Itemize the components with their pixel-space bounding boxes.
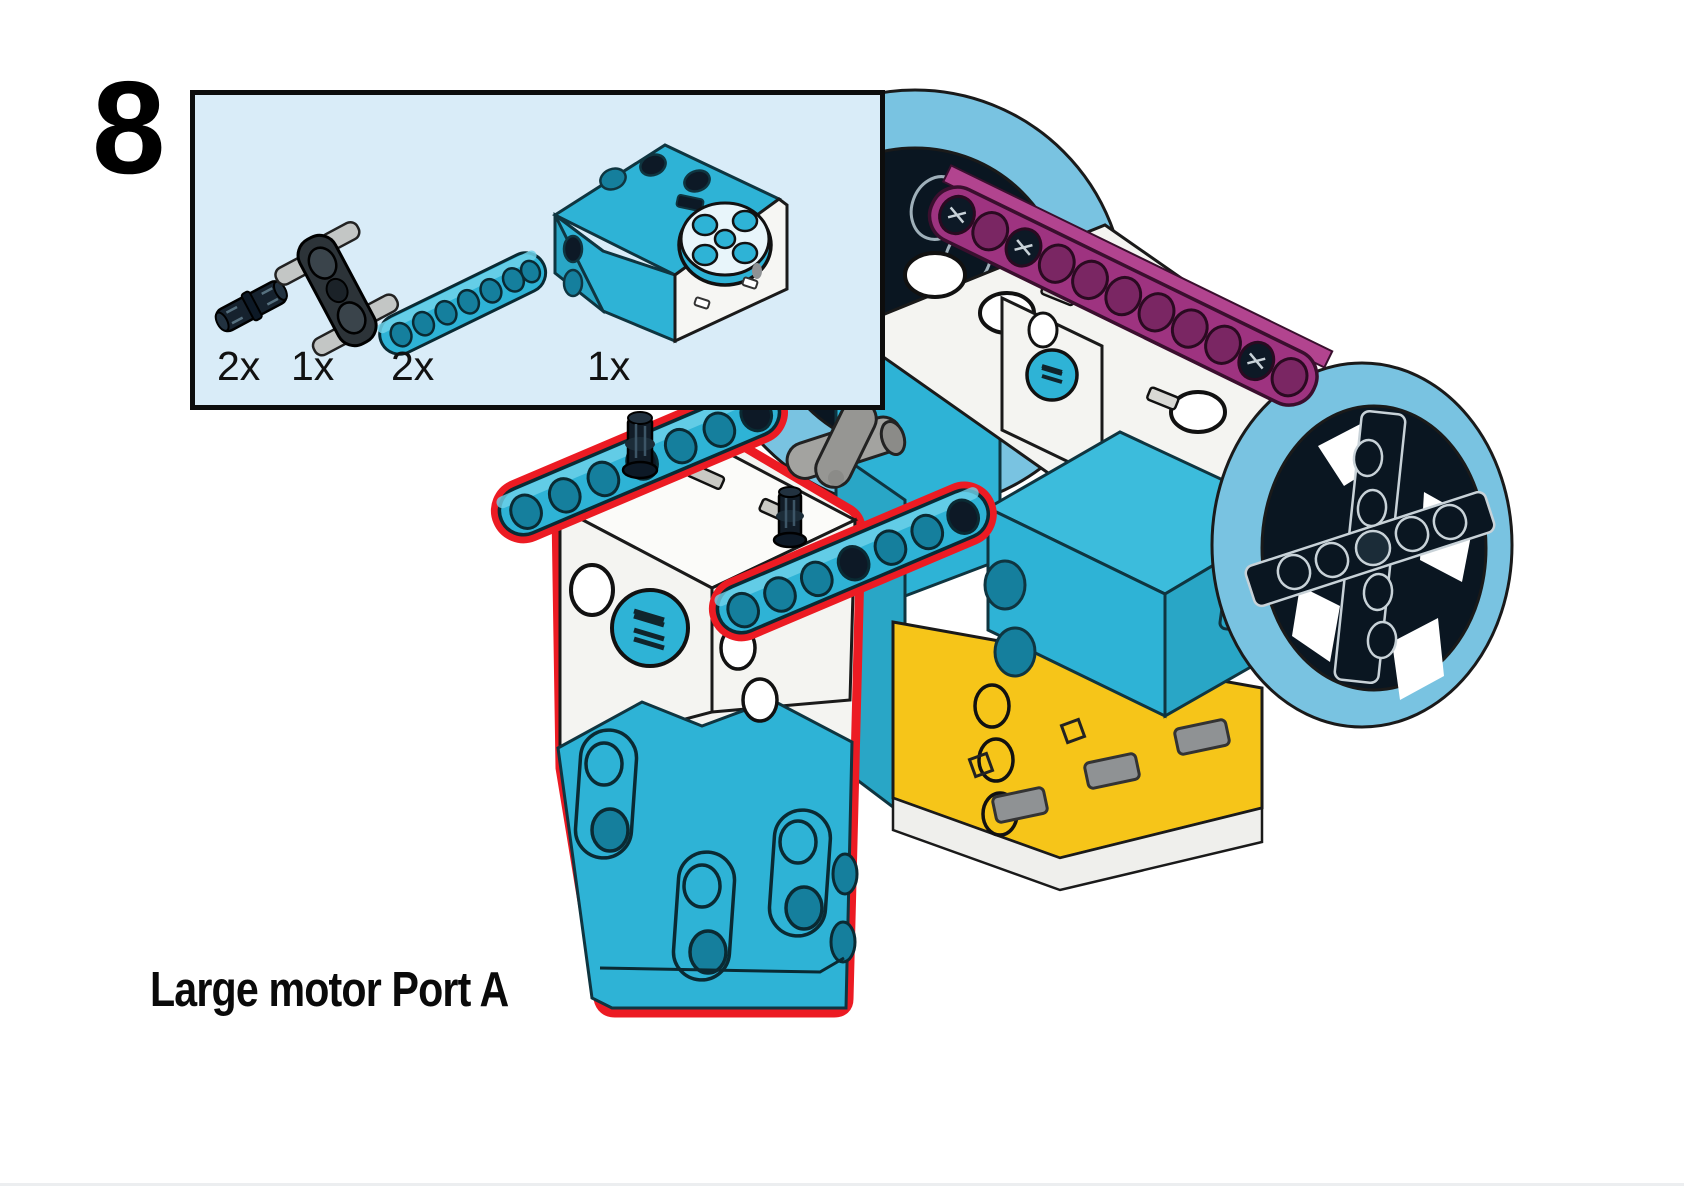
parts-panel: 2x 1x 2x 1x bbox=[190, 90, 885, 410]
right-wheel bbox=[1210, 361, 1514, 729]
axle-connector-gray bbox=[785, 399, 907, 489]
part-qty-label: 2x bbox=[391, 343, 435, 389]
motor-turntable bbox=[677, 201, 773, 287]
part-qty-label: 1x bbox=[587, 343, 631, 389]
parts-glyphs bbox=[214, 143, 789, 357]
motor-pin-holes bbox=[573, 728, 859, 982]
part-qty-label: 1x bbox=[291, 343, 335, 389]
technic-beam-7-hole-teal-icon bbox=[377, 250, 548, 356]
black-pin-upright-1 bbox=[621, 411, 659, 480]
footer-divider bbox=[0, 1183, 1684, 1186]
new-large-motor-highlight bbox=[551, 424, 866, 1018]
hub-clip-icons bbox=[967, 685, 1231, 824]
center-column bbox=[1000, 295, 1104, 481]
step-number: 8 bbox=[92, 54, 165, 201]
black-pin-upright-2 bbox=[772, 486, 808, 549]
part-qty-label: 2x bbox=[217, 343, 261, 389]
technic-pin-black-icon bbox=[214, 280, 288, 333]
angled-beam-b bbox=[708, 481, 997, 642]
magenta-beam bbox=[927, 164, 1334, 407]
caption-port-label: Large motor Port A bbox=[150, 963, 509, 1017]
perpendicular-pin-connector-icon bbox=[274, 220, 400, 357]
large-motor-icon bbox=[551, 143, 789, 344]
